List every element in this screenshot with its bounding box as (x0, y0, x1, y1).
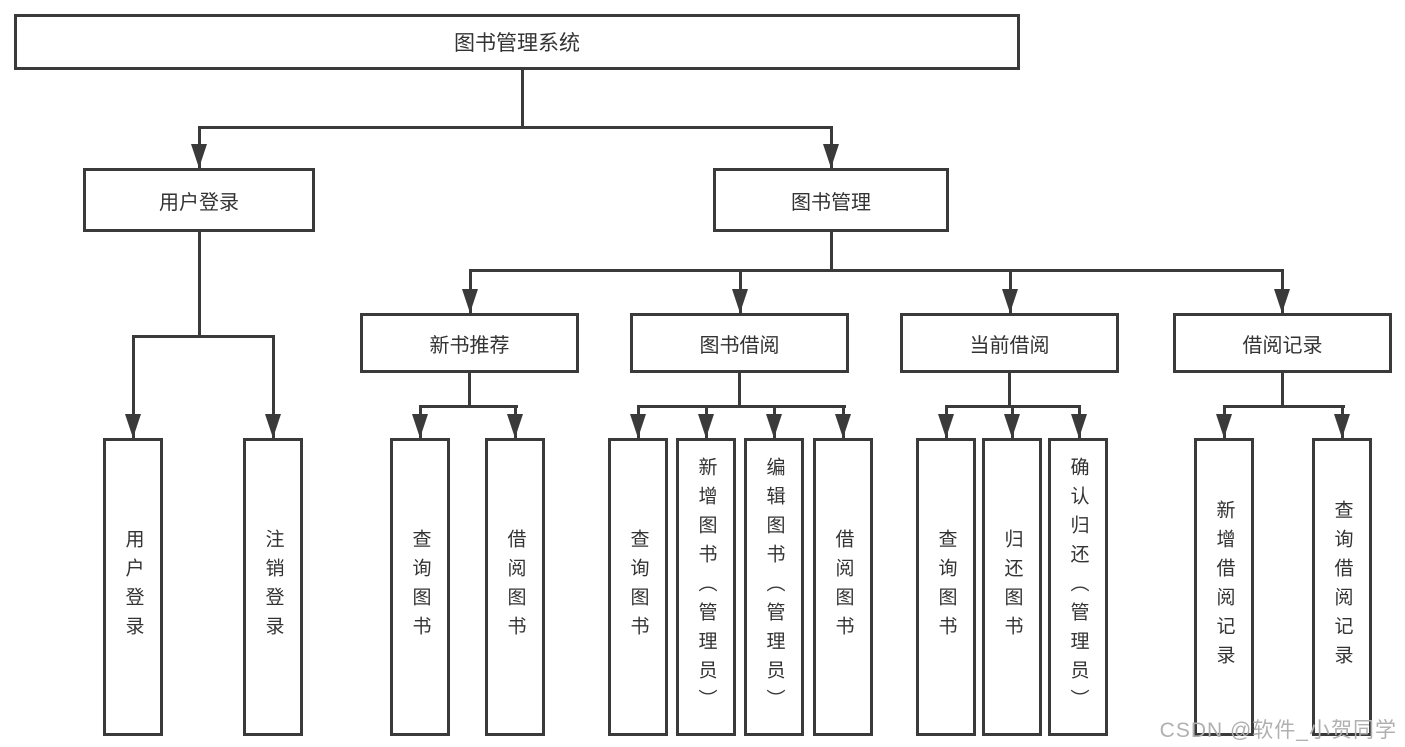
leaf-user-login: 用户登录 (103, 438, 163, 736)
node-book-management: 图书管理 (713, 168, 949, 232)
node-book-borrow: 图书借阅 (630, 313, 849, 373)
leaf-label: 确认归还（管理员） (1067, 456, 1089, 718)
node-label: 新书推荐 (429, 334, 510, 357)
connector-borrow-records-branch (1223, 405, 1345, 408)
leaf-label: 用户登录 (122, 529, 144, 645)
leaf-borrow-books-recommend: 借阅图书 (485, 438, 545, 736)
leaf-query-books-borrow: 查询图书 (608, 438, 668, 736)
node-current-borrow: 当前借阅 (900, 313, 1119, 373)
arrowhead-down (462, 289, 478, 313)
arrowhead-down (507, 414, 523, 438)
leaf-label: 归还图书 (1001, 529, 1023, 645)
node-library-management-system: 图书管理系统 (14, 14, 1020, 70)
leaf-query-books-recommend: 查询图书 (390, 438, 450, 736)
arrowhead-down (630, 414, 646, 438)
arrowhead-down (1274, 289, 1290, 313)
node-user-login: 用户登录 (83, 168, 315, 232)
arrowhead-down (835, 414, 851, 438)
arrowhead-down (1216, 414, 1232, 438)
leaf-return-book: 归还图书 (982, 438, 1042, 736)
arrowhead-down (412, 414, 428, 438)
csdn-watermark: CSDN @软件_小贺同学 (1159, 719, 1397, 742)
arrowhead-down (732, 289, 748, 313)
connector-new-book-stub (468, 373, 471, 405)
leaf-label: 新增借阅记录 (1213, 500, 1235, 674)
connector-drop-leaf (132, 335, 135, 438)
node-borrow-records: 借阅记录 (1173, 313, 1392, 373)
arrowhead-down (1004, 414, 1020, 438)
arrowhead-down (191, 144, 207, 168)
leaf-label: 借阅图书 (504, 529, 526, 645)
connector-book-borrow-stub (738, 373, 741, 405)
leaf-label: 查询图书 (935, 529, 957, 645)
arrowhead-down (1334, 414, 1350, 438)
connector-current-borrow-stub (1008, 373, 1011, 405)
connector-level3-branch (469, 269, 1284, 272)
node-label: 当前借阅 (969, 334, 1050, 357)
node-label: 图书借阅 (699, 334, 780, 357)
leaf-borrow-books: 借阅图书 (813, 438, 873, 736)
connector-level2-branch (198, 126, 833, 129)
leaf-label: 注销登录 (262, 529, 284, 645)
connector-drop-leaf (272, 335, 275, 438)
connector-root-stub (521, 70, 524, 126)
leaf-label: 查询图书 (627, 529, 649, 645)
node-label: 图书管理 (791, 191, 871, 214)
leaf-label: 查询借阅记录 (1331, 500, 1353, 674)
connector-book-management-stub (830, 232, 833, 269)
node-label: 用户登录 (159, 191, 239, 214)
connector-borrow-records-stub (1281, 373, 1284, 405)
leaf-label: 编辑图书（管理员） (763, 456, 785, 718)
leaf-logout: 注销登录 (243, 438, 303, 736)
leaf-label: 查询图书 (409, 529, 431, 645)
arrowhead-down (766, 414, 782, 438)
leaf-label: 借阅图书 (832, 529, 854, 645)
connector-user-login-stub (198, 232, 201, 335)
node-new-book-recommend: 新书推荐 (360, 313, 579, 373)
node-label: 图书管理系统 (454, 32, 580, 55)
arrowhead-down (1002, 289, 1018, 313)
node-label: 借阅记录 (1242, 334, 1323, 357)
arrowhead-down (823, 144, 839, 168)
leaf-edit-book-admin: 编辑图书（管理员） (744, 438, 804, 736)
leaf-confirm-return-admin: 确认归还（管理员） (1048, 438, 1108, 736)
connector-book-borrow-branch (637, 405, 846, 408)
arrowhead-down (265, 414, 281, 438)
leaf-query-borrow-record: 查询借阅记录 (1312, 438, 1372, 736)
leaf-add-book-admin: 新增图书（管理员） (676, 438, 736, 736)
leaf-add-borrow-record: 新增借阅记录 (1194, 438, 1254, 736)
connector-user-login-branch (132, 335, 275, 338)
leaf-label: 新增图书（管理员） (695, 456, 717, 718)
connector-new-book-branch (419, 405, 518, 408)
arrowhead-down (938, 414, 954, 438)
arrowhead-down (125, 414, 141, 438)
leaf-query-books-current: 查询图书 (916, 438, 976, 736)
arrowhead-down (1071, 414, 1087, 438)
arrowhead-down (698, 414, 714, 438)
